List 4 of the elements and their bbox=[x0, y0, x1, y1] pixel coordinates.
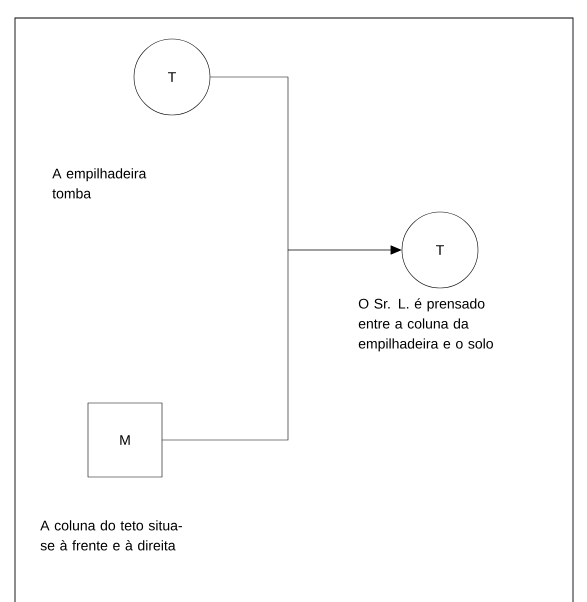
event-box: M bbox=[88, 402, 162, 478]
node-caption: A coluna do teto situa-se à frente e à direita bbox=[40, 520, 182, 550]
node-caption: A empilhadeira tomba bbox=[52, 168, 146, 198]
node-caption: O Sr. L. é prensado entre a coluna da empilhadeira e o solo bbox=[358, 298, 493, 352]
